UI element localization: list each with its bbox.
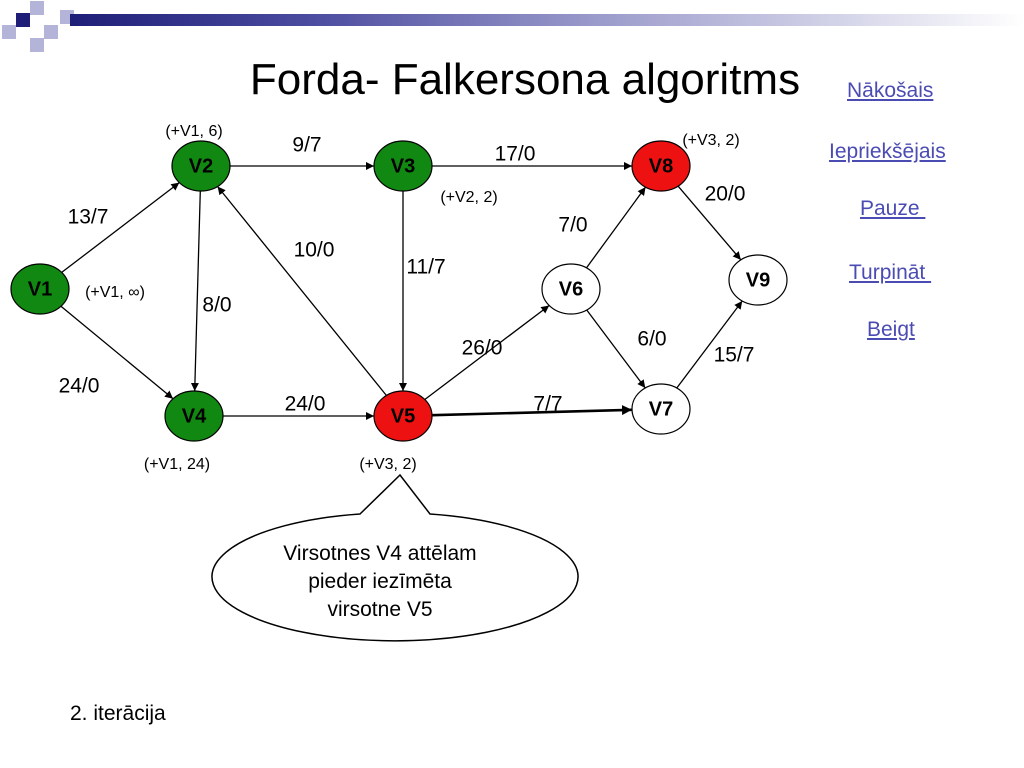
node-v7: V7 [631, 383, 691, 435]
deco-square [62, 0, 72, 10]
node-circle [373, 390, 433, 442]
callout-line: virsotne V5 [327, 598, 433, 621]
node-name: V6 [559, 278, 583, 300]
page-title: Forda- Falkersona algoritms [249, 55, 801, 104]
node-circle [631, 140, 691, 192]
edge-flow-label: 13/7 [68, 206, 109, 229]
edge-v7-v9 [676, 300, 743, 389]
node-circle [541, 263, 601, 315]
callout-line: pieder iezīmēta [308, 570, 452, 593]
pause-link[interactable]: Pauze [860, 197, 926, 220]
node-mark-label: (+V2, 2) [440, 189, 497, 206]
node-circle [728, 254, 788, 306]
previous-link[interactable]: Iepriekšējais [829, 140, 946, 163]
edge-flow-label: 17/0 [495, 143, 536, 166]
edge-flow-label: 9/7 [292, 134, 321, 157]
node-mark-label: (+V3, 2) [682, 132, 739, 149]
continue-link[interactable]: Turpināt [849, 261, 932, 284]
edge-flow-label: 26/0 [462, 337, 503, 360]
node-v4: V4 [164, 390, 224, 442]
node-mark-label: (+V1, ∞) [85, 284, 145, 301]
deco-square [30, 38, 44, 52]
node-mark-label: (+V1, 6) [165, 123, 222, 140]
edge-v1-v4 [60, 305, 174, 400]
node-name: V5 [391, 405, 415, 427]
node-v2: V2 [171, 140, 231, 192]
deco-square [30, 1, 44, 15]
callout-text: Virsotnes V4 attēlam pieder iezīmēta vir… [230, 540, 530, 624]
end-link[interactable]: Beigt [867, 318, 915, 341]
deco-square [2, 25, 16, 39]
node-v9: V9 [728, 254, 788, 306]
node-v6: V6 [541, 263, 601, 315]
edge-v5-v7 [431, 405, 633, 417]
edge-v8-v9 [677, 185, 742, 261]
edge-flow-label: 7/7 [533, 393, 562, 416]
node-circle [10, 263, 70, 315]
edge-flow-label: 11/7 [406, 256, 445, 279]
edge-flow-label: 20/0 [705, 183, 746, 206]
node-name: V4 [182, 405, 207, 427]
callout-bubble [211, 473, 579, 642]
header-gradient-bar [70, 14, 1024, 26]
node-name: V3 [391, 155, 415, 177]
node-mark-label: (+V1, 24) [144, 456, 210, 473]
edge-flow-label: 7/0 [558, 214, 587, 237]
node-circle [631, 383, 691, 435]
edge-flow-label: 6/0 [637, 328, 666, 351]
node-v3: V3 [373, 140, 433, 192]
edge-v1-v2 [61, 182, 180, 273]
edge-flow-label: 24/0 [59, 375, 100, 398]
edge-v6-v8 [585, 186, 647, 269]
deco-square [44, 25, 58, 39]
edge-v6-v7 [586, 309, 646, 389]
node-circle [373, 140, 433, 192]
node-mark-label: (+V3, 2) [359, 456, 416, 473]
iteration-label: 2. iterācija [70, 702, 166, 725]
node-name: V9 [746, 269, 770, 291]
callout-line: Virsotnes V4 attēlam [283, 542, 477, 565]
edge-flow-label: 15/7 [714, 344, 755, 367]
edge-flow-label: 8/0 [202, 294, 231, 317]
edge-v2-v4 [190, 190, 201, 392]
node-circle [171, 140, 231, 192]
node-circle [164, 390, 224, 442]
node-name: V8 [649, 155, 673, 177]
node-v1: V1 [10, 263, 70, 315]
edge-v5-v2 [217, 186, 387, 396]
node-v8: V8 [631, 140, 691, 192]
edge-flow-label: 24/0 [285, 393, 326, 416]
node-name: V2 [189, 155, 213, 177]
corner-decoration [2, 0, 74, 52]
next-link[interactable]: Nākošais [847, 79, 934, 102]
deco-square [16, 13, 30, 27]
node-name: V7 [649, 398, 673, 420]
edge-flow-label: 10/0 [294, 239, 335, 262]
node-v5: V5 [373, 390, 433, 442]
edge-v5-v6 [424, 304, 550, 401]
node-name: V1 [28, 278, 52, 300]
